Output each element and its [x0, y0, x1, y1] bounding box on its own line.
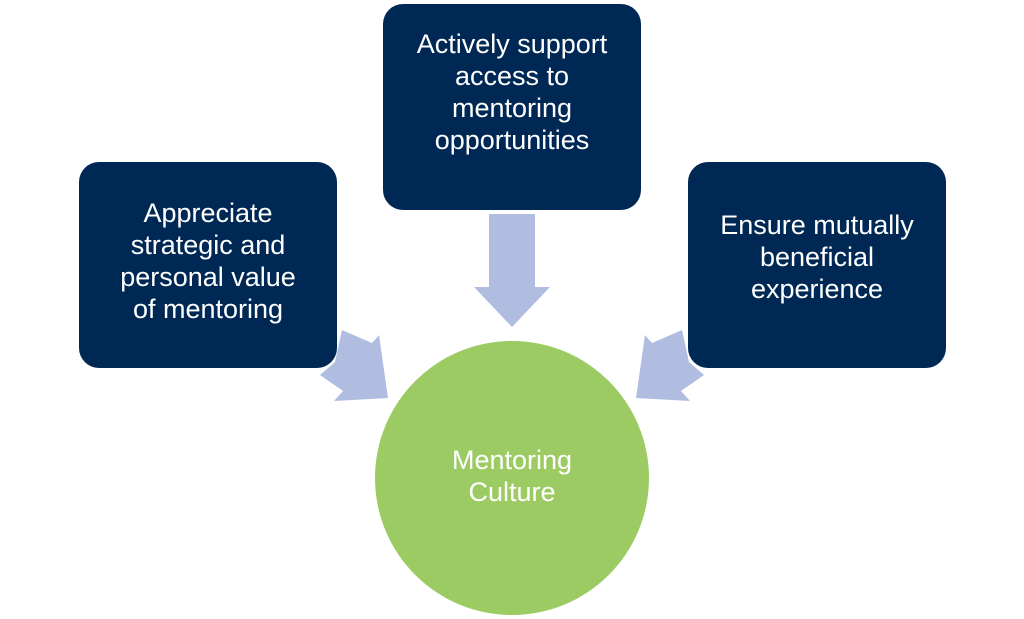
node-label: Appreciate strategic and personal value …: [120, 198, 296, 324]
arrow-right-to-center: [636, 330, 704, 401]
node-mutually-beneficial: Ensure mutually beneficial experience: [688, 162, 946, 368]
node-appreciate-value: Appreciate strategic and personal value …: [79, 162, 337, 368]
node-access-to-mentoring: Actively support access to mentoring opp…: [383, 4, 641, 210]
node-label: Mentoring Culture: [451, 445, 573, 507]
arrow-left-to-center: [320, 330, 388, 401]
node-label: Ensure mutually beneficial experience: [720, 210, 914, 304]
node-mentoring-culture: Mentoring Culture: [375, 341, 649, 615]
arrow-top-to-center: [474, 214, 550, 327]
node-label: Actively support access to mentoring opp…: [416, 29, 608, 155]
